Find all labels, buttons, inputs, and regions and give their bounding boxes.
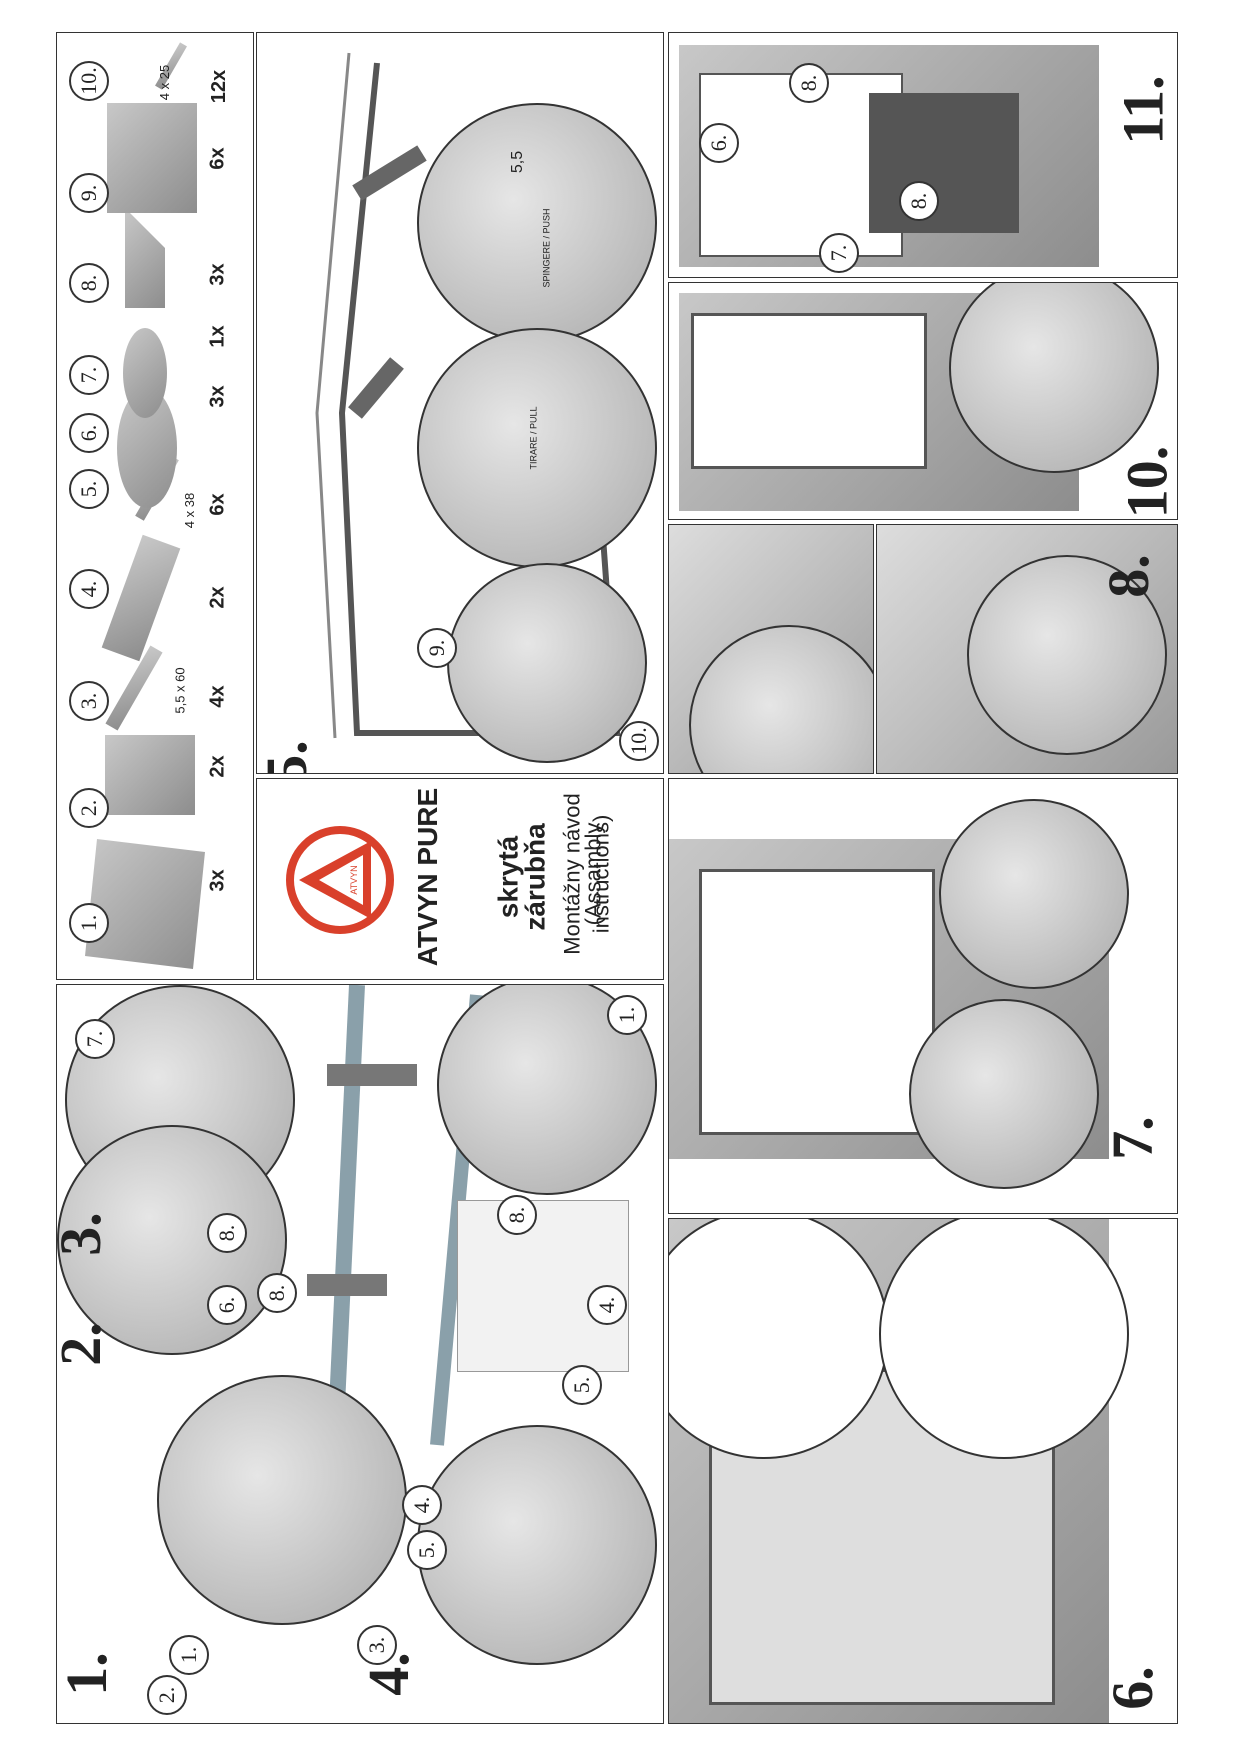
part-1-qty: 3x (206, 869, 229, 892)
step-6-section-zoom-bottom (879, 1219, 1129, 1459)
part-4-bracket-image (101, 534, 181, 662)
brand-panel: ATVYN s.r.o. ATVYN PURE skrytá zárubňa M… (256, 778, 664, 980)
step-6-number: 6. (1099, 1666, 1165, 1710)
callout-4: 4. (587, 1285, 627, 1325)
part-10-qty: 12x (208, 69, 231, 104)
callout-4-bottom: 4. (402, 1485, 442, 1525)
part-8-angle-image (125, 208, 165, 308)
part-9-number: 9. (69, 173, 109, 213)
step-5-push-label: SPINGERE / PUSH (541, 208, 552, 288)
step-5-panel: 5,5 SPINGERE / PUSH TIRARE / PULL 9. 10.… (256, 32, 664, 774)
part-4-number: 4. (69, 569, 109, 609)
step-8-number: 8. (1095, 554, 1161, 598)
step-10-panel: 10. (668, 282, 1178, 520)
step-5-pull-label: TIRARE / PULL (528, 406, 539, 470)
step-9-panel: 9. (668, 524, 874, 774)
part-3-number: 3. (69, 681, 109, 721)
callout-10: 10. (619, 721, 659, 761)
part-5-number: 5. (69, 469, 109, 509)
brand-product-title: ATVYN PURE (412, 787, 444, 967)
callout-5-bottom: 5. (407, 1530, 447, 1570)
part-10-dimension: 4 x 25 (157, 64, 173, 101)
part-6-number: 6. (69, 413, 109, 453)
step-1-number: 1. (56, 1652, 119, 1696)
part-3-qty: 4x (206, 685, 229, 708)
part-2-number: 2. (69, 788, 109, 828)
callout-6-s11: 6. (699, 123, 739, 163)
svg-text:s.r.o.: s.r.o. (363, 875, 369, 886)
step-6-panel: 6. (668, 1218, 1178, 1724)
brand-line-2: zárubňa (519, 823, 551, 931)
part-1-profile-image (85, 839, 205, 969)
atvyn-logo-icon: ATVYN s.r.o. (286, 826, 394, 934)
callout-8-top: 8. (207, 1213, 247, 1253)
step-11-panel: 6. 8. 8. 7. 11. (668, 32, 1178, 278)
step-4-screw-zoom (417, 1425, 657, 1665)
step-7-level-zoom-bottom (909, 999, 1099, 1189)
part-2-corner-image (105, 735, 195, 815)
step-1-corner-zoom (157, 1375, 407, 1625)
step-5-number: 5. (256, 740, 319, 774)
part-9-plate-image (107, 103, 197, 213)
step-10-opening (691, 313, 927, 469)
brand-line-5: instructions) (588, 814, 614, 934)
callout-1: 1. (169, 1635, 209, 1675)
part-8-number: 8. (69, 263, 109, 303)
part-7-qty: 1x (206, 325, 229, 348)
callout-8-right: 8. (497, 1195, 537, 1235)
part-6-qty: 3x (206, 385, 229, 408)
part-7-number: 7. (69, 355, 109, 395)
part-9-qty: 6x (206, 147, 229, 170)
steps-1-4-panel: 7. 8. 6. 8. 1. 8. 4. 5. 1. 2. 3. 4. 5. 3… (56, 984, 664, 1724)
callout-2: 2. (147, 1675, 187, 1715)
step-3-number: 3. (56, 1212, 113, 1256)
step-5-zoom-middle (417, 328, 657, 568)
step-2-zoom (57, 1125, 287, 1355)
callout-1-top: 1. (607, 995, 647, 1035)
part-5-dimension: 4 x 38 (182, 492, 198, 529)
part-4-qty: 2x (206, 586, 229, 609)
step-10-trowel-zoom (949, 283, 1159, 473)
parts-list-panel: 1. 2. 3. 4. 5. 6. 7. 8. 9. 10. 5,5 x 60 … (56, 32, 254, 980)
step-7-panel: 7. (668, 778, 1178, 1214)
step-5-zoom-bottom (447, 563, 647, 763)
part-7-clip-image (123, 328, 167, 418)
callout-5: 5. (562, 1365, 602, 1405)
step-8-plate-zoom (967, 555, 1167, 755)
step-10-number: 10. (1114, 445, 1178, 519)
part-1-number: 1. (69, 903, 109, 943)
step-6-section-zoom-top (669, 1219, 889, 1459)
step-5-dim-label: 5,5 (509, 150, 527, 174)
callout-6: 6. (207, 1285, 247, 1325)
part-3-dimension: 5,5 x 60 (172, 667, 188, 714)
recycle-bin-image (869, 93, 1019, 233)
callout-8-s11: 8. (899, 181, 939, 221)
part-2-qty: 2x (206, 755, 229, 778)
part-8-qty: 3x (206, 263, 229, 286)
step-2-number: 2. (56, 1322, 113, 1366)
step-11-number: 11. (1110, 75, 1176, 145)
step-7-level-zoom-top (939, 799, 1129, 989)
callout-8-mid: 8. (257, 1273, 297, 1313)
part-10-number: 10. (69, 61, 109, 101)
step-5-zoom-top (417, 103, 657, 343)
callout-9: 9. (417, 628, 457, 668)
callout-7-s11: 7. (819, 233, 859, 273)
step-4-number: 4. (355, 1652, 421, 1696)
svg-text:ATVYN: ATVYN (349, 865, 359, 894)
callout-7: 7. (75, 1019, 115, 1059)
step-7-opening (699, 869, 935, 1135)
step-8-panel: 8. (876, 524, 1178, 774)
part-5-qty: 6x (206, 493, 229, 516)
step-7-number: 7. (1099, 1116, 1165, 1160)
callout-8-s11-top: 8. (789, 63, 829, 103)
